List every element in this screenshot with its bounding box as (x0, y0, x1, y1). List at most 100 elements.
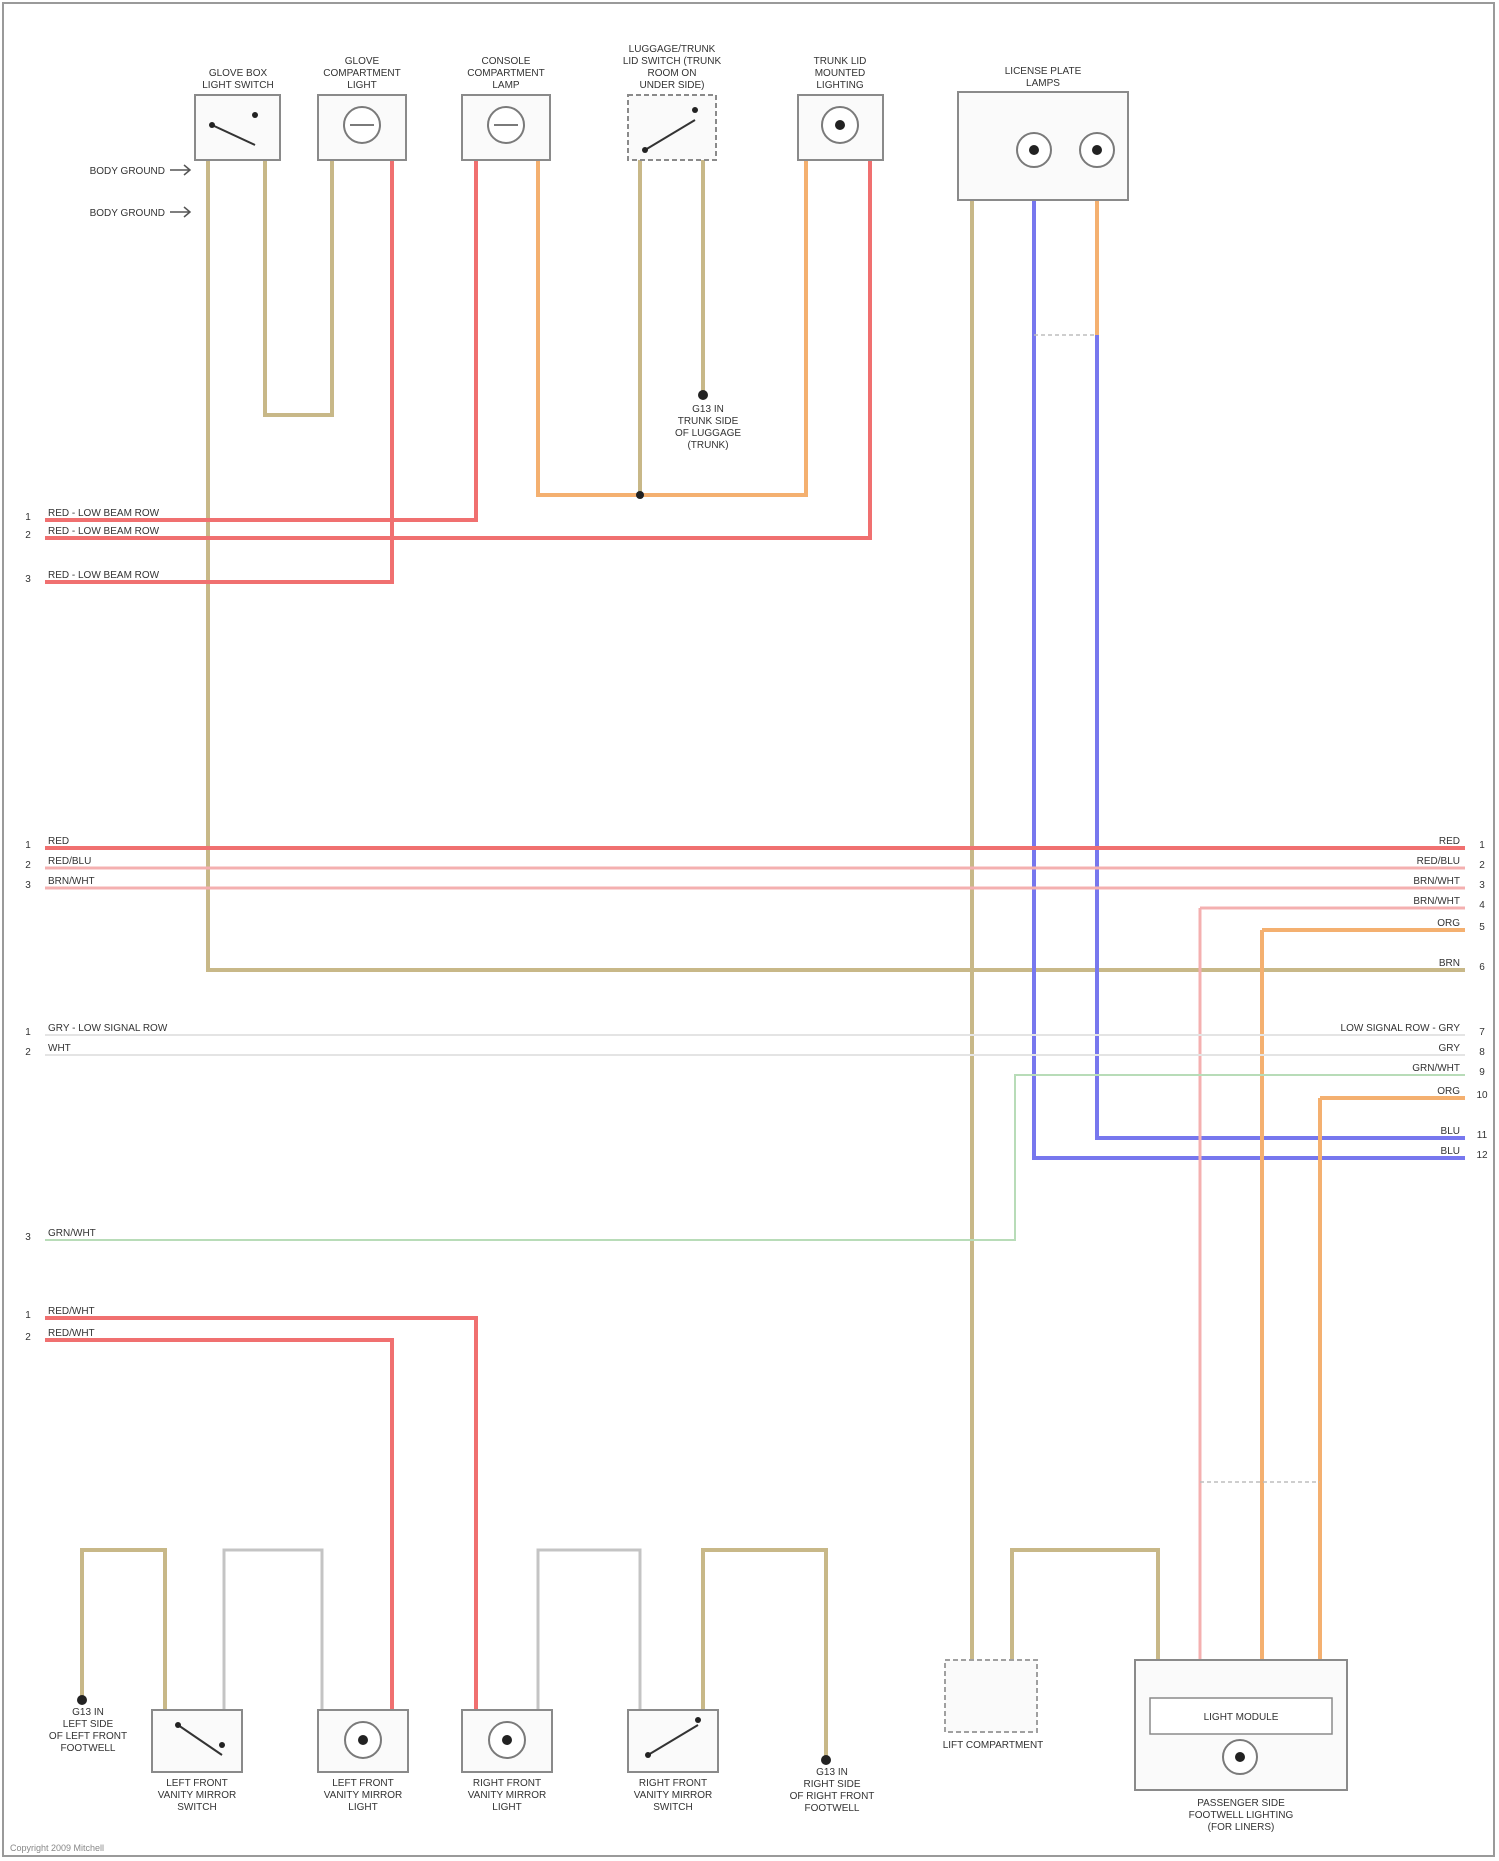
label-c-c2: WHT (48, 1043, 71, 1054)
component-amp-module (945, 1660, 1037, 1732)
wire-vanity-red-1 (45, 1318, 476, 1710)
wire-vanity-left-loop (82, 1550, 165, 1710)
wire-license-blue-2 (1097, 335, 1465, 1138)
pin-c-a2: 2 (25, 530, 31, 541)
pin-r-7: 7 (1479, 1027, 1485, 1038)
pin-c-b2: 2 (25, 860, 31, 871)
footer-credit: Copyright 2009 Mitchell (10, 1843, 104, 1853)
pin-c-a1: 1 (25, 512, 31, 523)
pin-r-12: 12 (1476, 1150, 1488, 1161)
wire-console-lamp-orange (538, 160, 806, 495)
splice-icon-luggage (636, 491, 644, 499)
label-r-6: BRN (1439, 958, 1460, 969)
arrow-icon-input-1 (170, 165, 190, 175)
ground-icon-right (821, 1755, 831, 1765)
label-r-5: ORG (1437, 918, 1460, 929)
component-trunk-lid-lamp (798, 95, 883, 160)
label-r-1: RED (1439, 836, 1460, 847)
wires (45, 160, 1465, 1760)
wire-amp-loop (1012, 1550, 1158, 1660)
label-c-a2: RED - LOW BEAM ROW (48, 526, 160, 537)
pin-r-11: 11 (1477, 1130, 1488, 1141)
component-left-vanity-switch (152, 1710, 242, 1772)
wire-bus-org-1 (1262, 930, 1465, 1660)
pin-r-10: 10 (1476, 1090, 1488, 1101)
pin-r-6: 6 (1479, 962, 1485, 973)
label-c-e1: RED/WHT (48, 1306, 95, 1317)
label-c-a1: RED - LOW BEAM ROW (48, 508, 160, 519)
label-c-b3: BRN/WHT (48, 876, 95, 887)
wire-trunk-lamp-red (45, 160, 870, 538)
wire-vanity-left-gray (224, 1550, 322, 1710)
label-r-2: RED/BLU (1417, 856, 1460, 867)
label-c-e2: RED/WHT (48, 1328, 95, 1339)
label-r-9: GRN/WHT (1412, 1063, 1460, 1074)
wire-glove-loop (265, 160, 332, 415)
ground-icon-left (77, 1695, 87, 1705)
label-c-b2: RED/BLU (48, 856, 91, 867)
label-r-4: BRN/WHT (1413, 896, 1460, 907)
label-amp-module: LIFT COMPARTMENT (943, 1740, 1044, 1751)
label-r-7: LOW SIGNAL ROW - GRY (1341, 1023, 1461, 1034)
label-r-10: ORG (1437, 1086, 1460, 1097)
pin-r-3: 3 (1479, 880, 1485, 891)
pin-c-b1: 1 (25, 840, 31, 851)
pin-r-8: 8 (1479, 1047, 1485, 1058)
label-r-8: GRY (1439, 1043, 1461, 1054)
label-r-12: BLU (1441, 1146, 1460, 1157)
arrow-icon-input-2 (170, 207, 190, 217)
component-glove-box-switch (195, 95, 280, 160)
wire-bus-org-2 (1320, 1098, 1465, 1660)
pin-r-2: 2 (1479, 860, 1485, 871)
pin-c-d1: 3 (25, 1232, 31, 1243)
component-license-lamps (958, 92, 1128, 200)
component-left-vanity-lamp (318, 1710, 408, 1772)
component-right-vanity-switch (628, 1710, 718, 1772)
pin-c-a3: 3 (25, 574, 31, 585)
wire-vanity-right-loop (703, 1550, 826, 1760)
wire-vanity-right-gray (538, 1550, 640, 1710)
pin-r-1: 1 (1479, 840, 1485, 851)
label-c-a3: RED - LOW BEAM ROW (48, 570, 160, 581)
pin-c-e1: 1 (25, 1310, 31, 1321)
pin-r-5: 5 (1479, 922, 1485, 933)
label-in-2: BODY GROUND (90, 208, 165, 219)
component-console-lamp (462, 95, 550, 160)
pin-c-c1: 1 (25, 1027, 31, 1038)
component-passenger-lamp (1135, 1660, 1347, 1790)
pin-c-e2: 2 (25, 1332, 31, 1343)
pin-c-b3: 3 (25, 880, 31, 891)
component-luggage-switch (628, 95, 716, 160)
label-r-3: BRN/WHT (1413, 876, 1460, 887)
label-c-d1: GRN/WHT (48, 1228, 96, 1239)
ground-icon-trunk (698, 390, 708, 400)
wire-vanity-red-2 (45, 1340, 392, 1710)
pin-r-9: 9 (1479, 1067, 1485, 1078)
label-c-c1: GRY - LOW SIGNAL ROW (48, 1023, 168, 1034)
component-glove-compartment-lamp (318, 95, 406, 160)
wire-bus-brnwht-2 (1200, 908, 1465, 1660)
label-passenger-lamp-inner: LIGHT MODULE (1204, 1712, 1279, 1723)
pin-r-4: 4 (1479, 900, 1485, 911)
label-r-11: BLU (1441, 1126, 1460, 1137)
pin-c-c2: 2 (25, 1047, 31, 1058)
label-in-1: BODY GROUND (90, 166, 165, 177)
label-c-b1: RED (48, 836, 69, 847)
component-right-vanity-lamp (462, 1710, 552, 1772)
